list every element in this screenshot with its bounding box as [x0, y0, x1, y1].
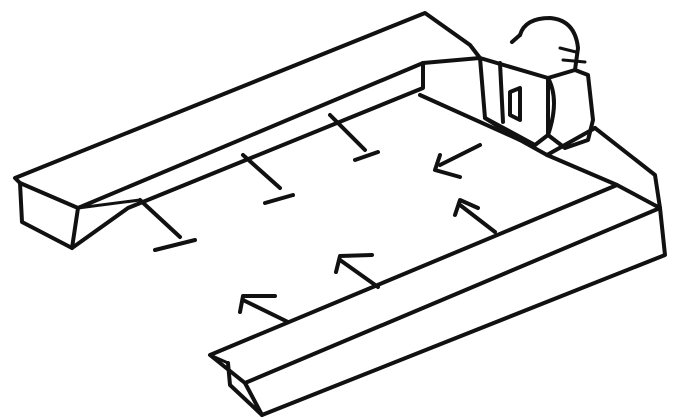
floor-arrows — [140, 115, 495, 322]
arrow-upper-left-3 — [330, 115, 378, 160]
arrow-upper-right — [435, 145, 480, 177]
right-end-block — [420, 95, 660, 208]
arrow-upper-left-2 — [243, 155, 293, 203]
arrow-lower-right-2 — [336, 255, 378, 287]
front-wall — [210, 185, 665, 415]
arrow-lower-right-3 — [455, 200, 495, 232]
left-wall — [15, 13, 480, 248]
arrow-upper-left-1 — [140, 200, 195, 250]
arrow-lower-right-1 — [240, 296, 288, 322]
